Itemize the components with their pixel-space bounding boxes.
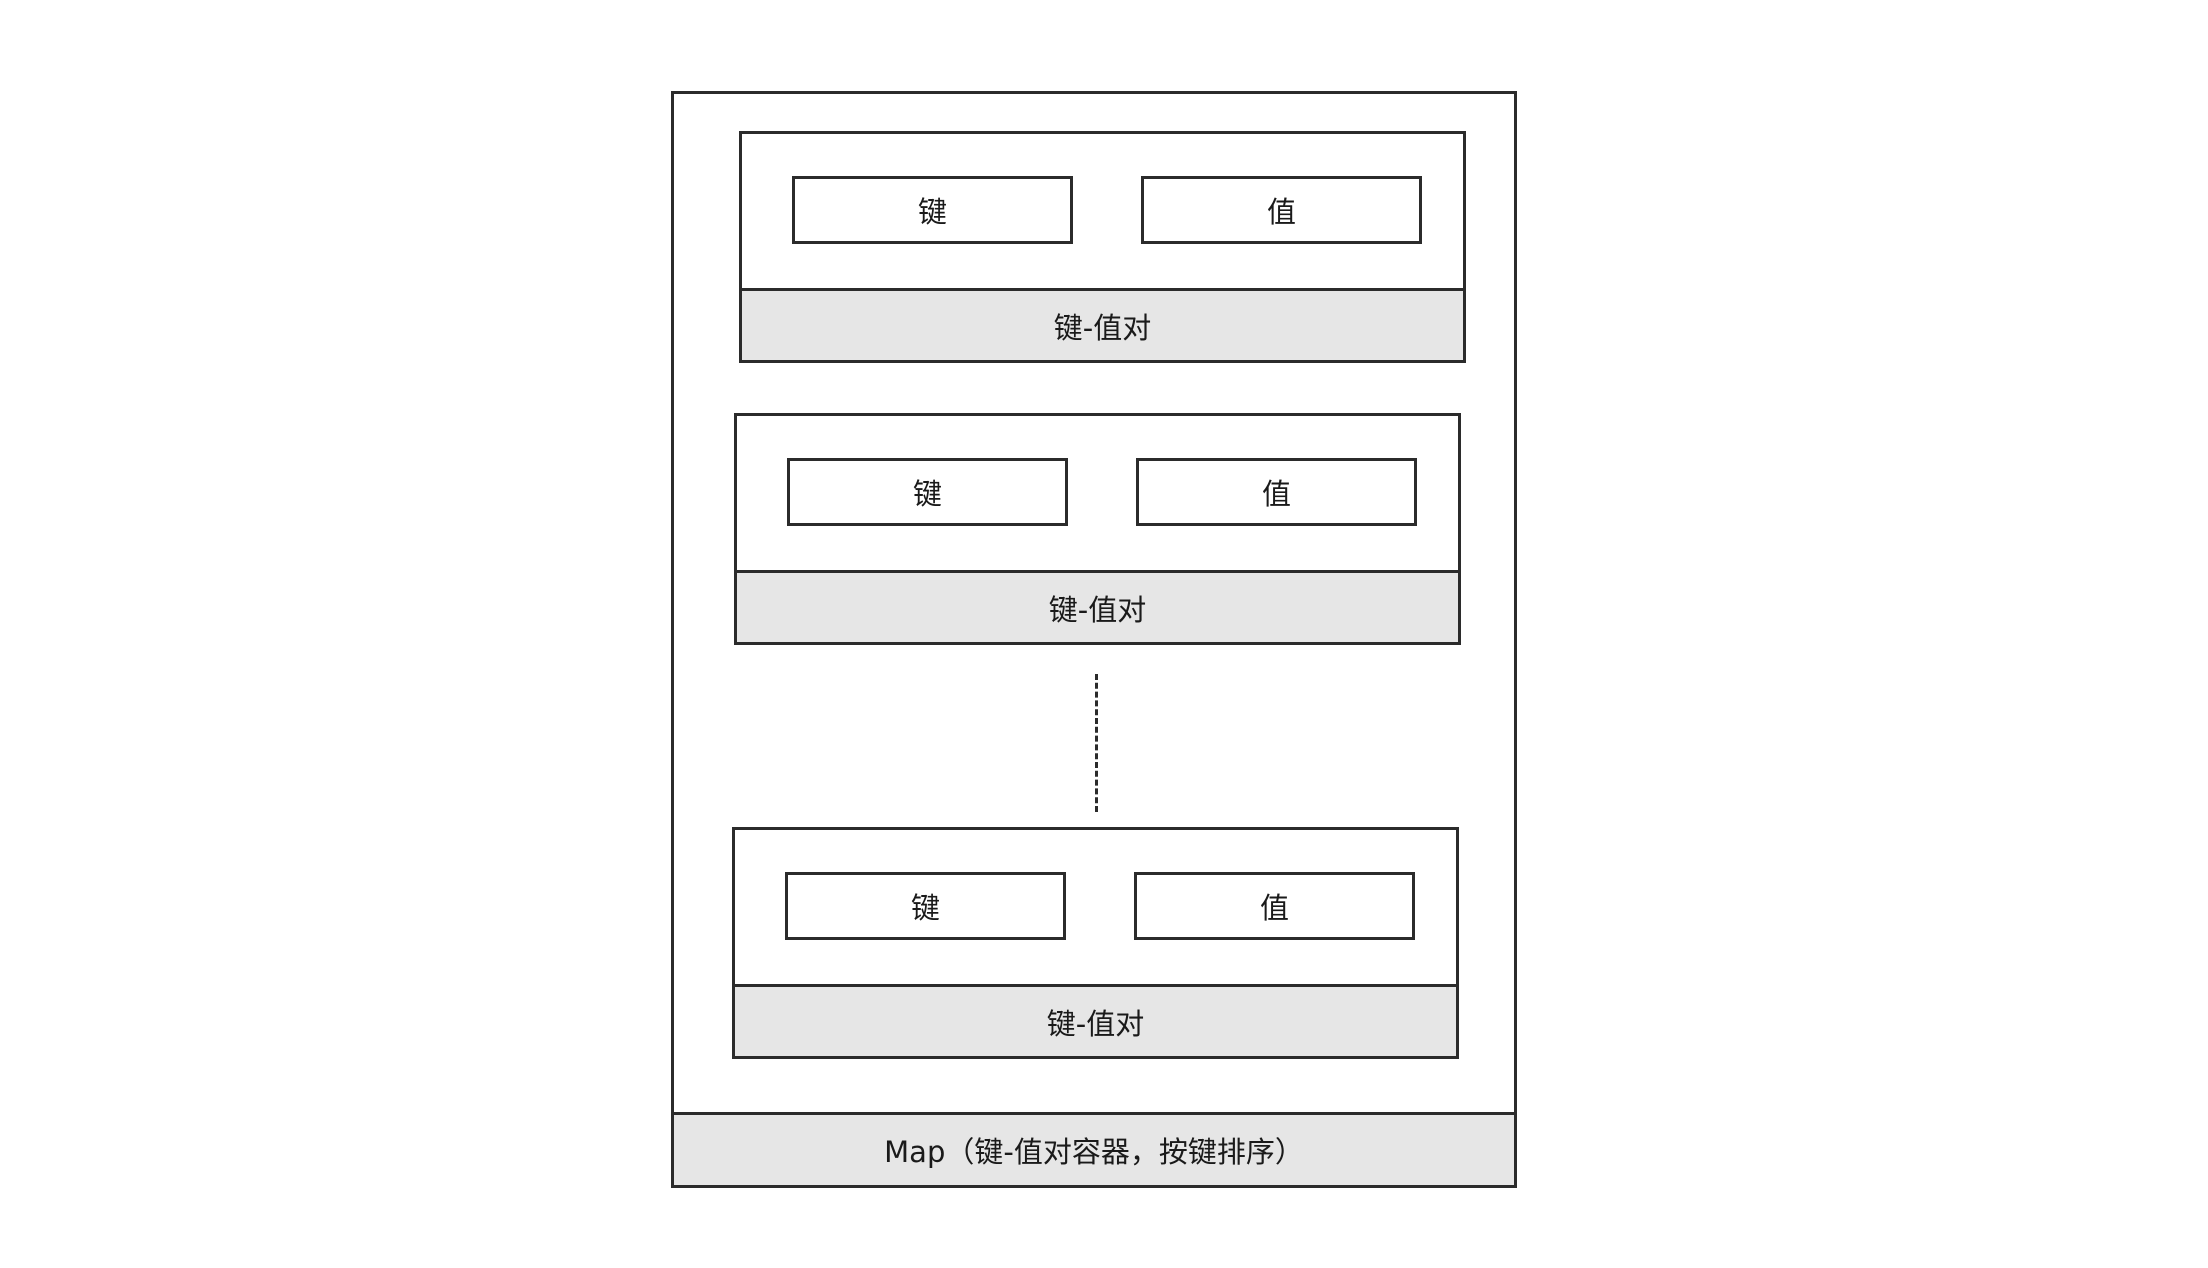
- key-value-pair-3: 键 值 键-值对: [732, 827, 1459, 1059]
- key-box: 键: [792, 176, 1073, 244]
- value-box: 值: [1141, 176, 1422, 244]
- value-box: 值: [1136, 458, 1417, 526]
- pair-label: 键-值对: [735, 984, 1456, 1056]
- key-value-pair-1: 键 值 键-值对: [739, 131, 1466, 363]
- key-box: 键: [785, 872, 1066, 940]
- ellipsis-dashed-line: [1095, 674, 1098, 812]
- key-box: 键: [787, 458, 1068, 526]
- key-value-pair-2: 键 值 键-值对: [734, 413, 1461, 645]
- pair-label: 键-值对: [742, 288, 1463, 360]
- value-box: 值: [1134, 872, 1415, 940]
- map-label: Map（键-值对容器，按键排序）: [674, 1112, 1514, 1185]
- pair-label: 键-值对: [737, 570, 1458, 642]
